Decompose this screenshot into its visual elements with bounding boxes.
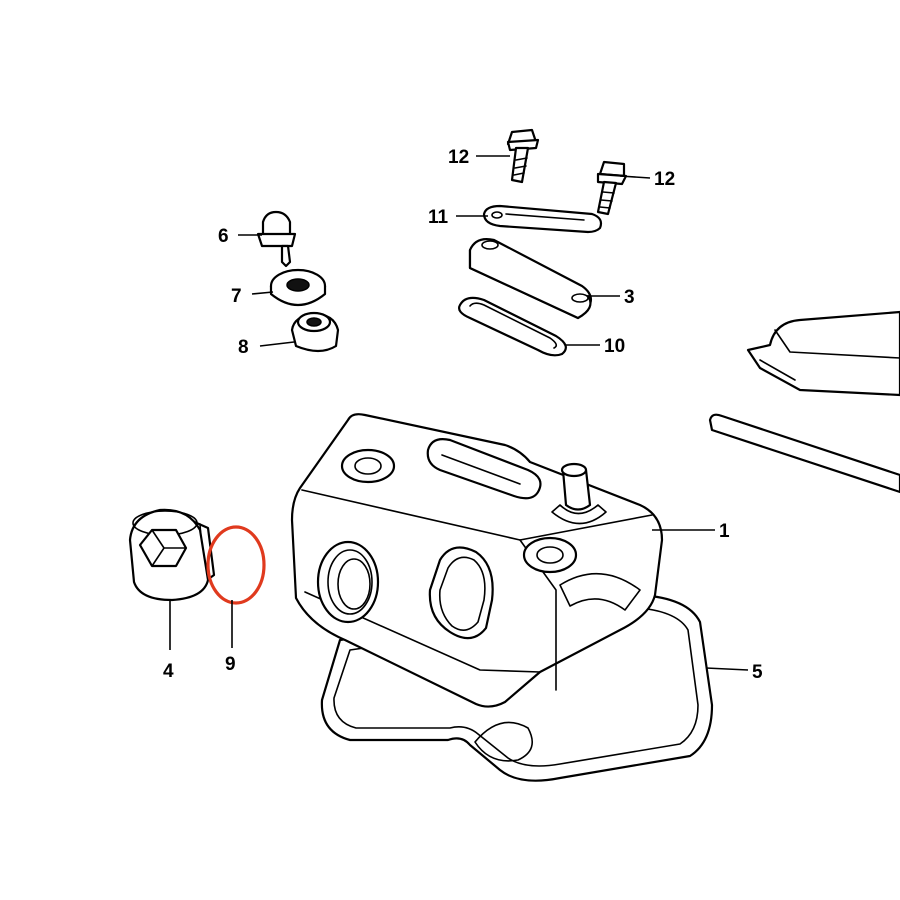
part-3-cover-plate [468, 238, 593, 320]
part-9-o-ring [206, 525, 266, 605]
callout-10: 10 [604, 336, 625, 357]
callout-5: 5 [752, 662, 763, 683]
callout-9: 9 [225, 654, 236, 675]
callout-11: 11 [428, 207, 449, 228]
callout-6: 6 [218, 226, 229, 247]
callout-8: 8 [238, 337, 249, 358]
callout-3: 3 [624, 287, 635, 308]
part-4-filler-bolt [128, 508, 216, 602]
part-8-grommet [290, 311, 340, 353]
leader-lines [169, 155, 749, 671]
adjacent-cover-partial [708, 310, 900, 494]
callout-12-left: 12 [448, 147, 469, 168]
part-1-head-cover [290, 413, 664, 708]
o-ring-highlight [206, 525, 266, 605]
callout-12-right: 12 [654, 169, 675, 190]
callout-4: 4 [163, 661, 174, 682]
part-11-plate [482, 204, 603, 234]
callout-1: 1 [719, 521, 730, 542]
callout-7: 7 [231, 286, 242, 307]
part-12-bolt-right [596, 160, 628, 216]
part-12-bolt-left [506, 128, 540, 184]
part-6-bolt [256, 210, 297, 268]
part-10-gasket [458, 296, 567, 357]
part-7-washer [269, 268, 327, 306]
callout-labels: 12 12 11 6 7 8 3 10 1 5 4 9 [163, 147, 763, 683]
